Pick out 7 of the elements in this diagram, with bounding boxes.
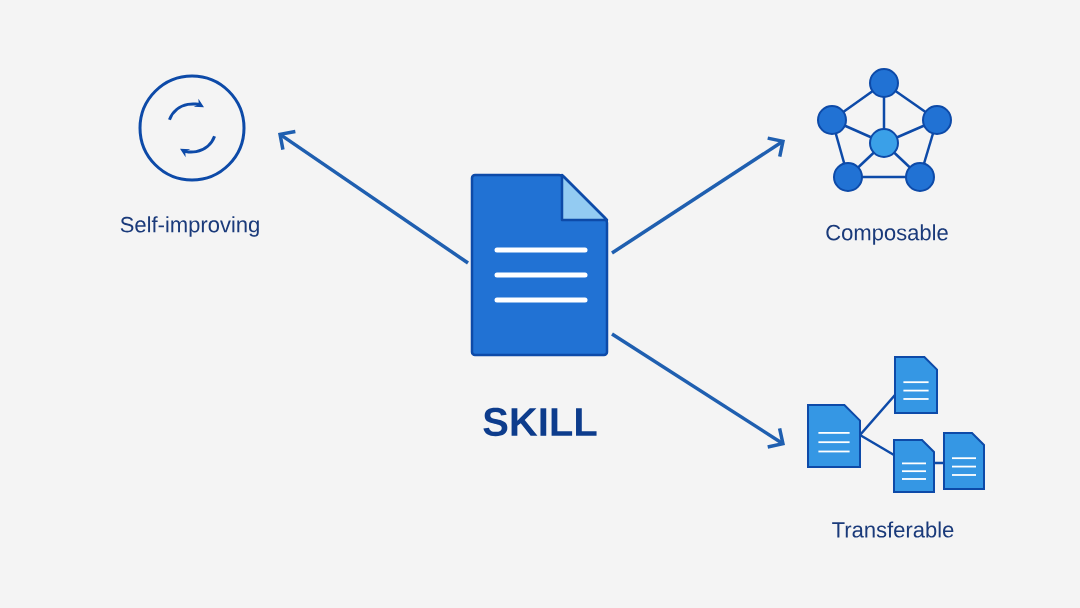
arrow: [611, 136, 785, 255]
node-label: Self-improving: [120, 216, 259, 237]
arrow: [611, 332, 785, 449]
node-label: Transferable: [832, 521, 954, 538]
arrow: [278, 129, 469, 265]
node-label: SKILL: [483, 407, 597, 437]
node-label: Composable: [826, 224, 948, 245]
